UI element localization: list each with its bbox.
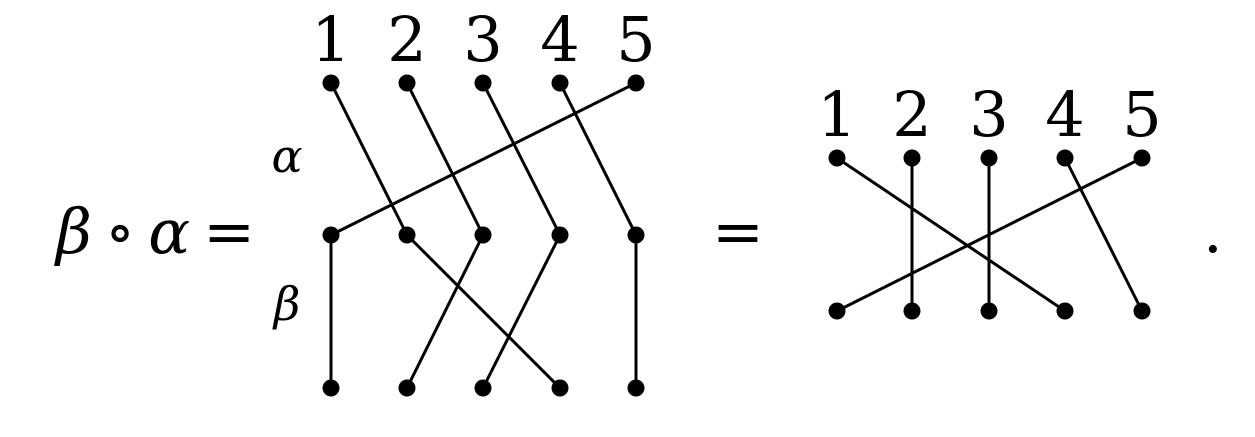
left-column-label-4: 4 <box>540 3 579 76</box>
beta-strand-3-to-2 <box>405 234 485 389</box>
left-top-dot-5 <box>627 74 645 92</box>
left-top-dot-1 <box>322 74 340 92</box>
right-top-dot-1 <box>828 149 846 167</box>
right-top-dot-3 <box>980 149 998 167</box>
left-bottom-dot-1 <box>322 379 340 397</box>
left-bottom-dot-2 <box>398 379 416 397</box>
left-column-label-3: 3 <box>463 3 502 76</box>
right-column-label-2: 2 <box>892 78 931 151</box>
right-column-label-5: 5 <box>1122 78 1161 151</box>
beta-row-label: β <box>272 277 301 331</box>
alpha-symbol: α <box>148 195 191 268</box>
left-bottom-dot-4 <box>551 379 569 397</box>
right-bottom-dot-4 <box>1056 302 1074 320</box>
alpha-strand-5-to-1 <box>330 81 637 237</box>
right-bottom-dot-1 <box>828 302 846 320</box>
left-column-label-5: 5 <box>616 3 655 76</box>
right-bottom-dot-3 <box>980 302 998 320</box>
alpha-strand-1-to-2 <box>329 82 409 236</box>
equals-sign-middle: = <box>712 195 764 268</box>
beta-strand-4-to-3 <box>481 234 562 389</box>
left-middle-dot-4 <box>551 226 569 244</box>
left-top-dot-2 <box>398 74 416 92</box>
beta-strand-2-to-4 <box>405 233 562 390</box>
left-column-label-1: 1 <box>311 3 350 76</box>
right-column-label-4: 4 <box>1045 78 1084 151</box>
alpha-strand-3-to-4 <box>481 82 562 236</box>
left-top-dot-3 <box>474 74 492 92</box>
composite-strand-4-to-5 <box>1063 157 1144 312</box>
left-middle-dot-1 <box>322 226 340 244</box>
right-bottom-dot-5 <box>1133 302 1151 320</box>
alpha-strand-2-to-3 <box>405 82 485 236</box>
right-top-dot-4 <box>1056 149 1074 167</box>
sentence-period: . <box>1203 194 1223 267</box>
alpha-row-label: α <box>271 129 302 183</box>
compose-operator: ∘ <box>104 195 136 268</box>
beta-symbol: β <box>56 195 92 268</box>
left-middle-dot-3 <box>474 226 492 244</box>
equals-sign-left: = <box>203 195 256 268</box>
left-middle-dot-2 <box>398 226 416 244</box>
right-bottom-dot-2 <box>903 302 921 320</box>
alpha-strand-4-to-5 <box>558 82 638 236</box>
lhs-expression: β ∘ α = <box>56 201 255 263</box>
left-middle-dot-5 <box>627 226 645 244</box>
right-top-dot-2 <box>903 149 921 167</box>
left-column-label-2: 2 <box>387 3 426 76</box>
composite-strand-5-to-1 <box>836 156 1143 313</box>
left-bottom-dot-3 <box>474 379 492 397</box>
right-column-label-1: 1 <box>817 78 856 151</box>
left-bottom-dot-5 <box>627 379 645 397</box>
right-top-dot-5 <box>1133 149 1151 167</box>
right-column-label-3: 3 <box>969 78 1008 151</box>
left-top-dot-4 <box>551 74 569 92</box>
composite-strand-1-to-4 <box>836 156 1066 313</box>
